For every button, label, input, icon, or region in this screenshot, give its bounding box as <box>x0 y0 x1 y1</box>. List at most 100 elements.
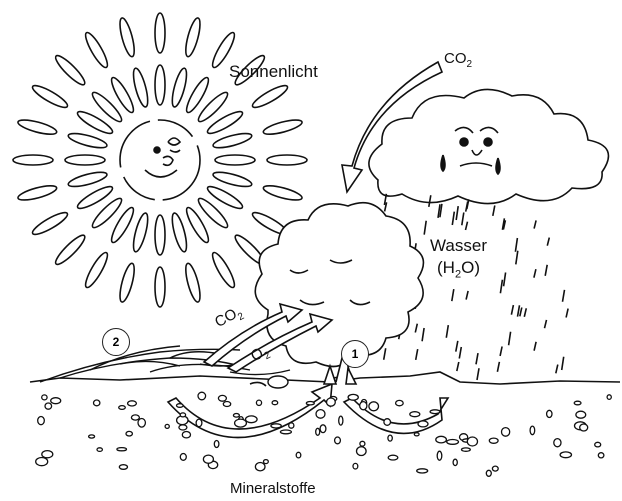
pebble <box>36 458 48 466</box>
sun-ray <box>155 215 165 255</box>
pebble <box>574 401 581 405</box>
pebble <box>196 419 202 427</box>
rain-drop <box>416 349 418 360</box>
pebble <box>369 402 379 411</box>
pebble <box>430 410 440 414</box>
rain-drop <box>500 347 502 356</box>
rain-drop <box>509 332 511 346</box>
pebble <box>51 398 61 404</box>
cloud-eye-left <box>460 138 468 146</box>
sun-ray <box>155 65 165 105</box>
sun-ray <box>209 250 238 290</box>
rain-drop <box>562 357 564 370</box>
pebble <box>272 401 278 405</box>
pebble <box>203 455 213 463</box>
sun-ray <box>169 212 189 253</box>
sun-ray <box>215 155 255 165</box>
rain-drop <box>563 290 565 302</box>
rain-drop <box>415 324 417 333</box>
pebble <box>320 425 326 433</box>
sun-eye-left <box>154 147 160 153</box>
pebble <box>180 413 185 417</box>
pebble <box>138 419 145 428</box>
sun-ray <box>262 117 303 137</box>
pebble <box>357 447 367 456</box>
pebble <box>598 453 604 458</box>
pebble <box>256 400 261 405</box>
pebble <box>214 441 219 448</box>
rain-drop <box>466 202 468 212</box>
sun-ray <box>155 267 165 307</box>
sun-ray <box>53 232 88 267</box>
pebble <box>560 452 571 458</box>
sun-ray <box>30 82 70 111</box>
rain-drop <box>477 368 479 380</box>
pebble <box>492 466 498 471</box>
pebble <box>289 423 294 428</box>
pebble <box>233 414 239 418</box>
sun-ray <box>13 155 53 165</box>
pebble <box>417 469 428 473</box>
pebble <box>271 424 281 428</box>
sun-ray <box>17 183 58 203</box>
rain-drop <box>466 291 468 300</box>
pebble <box>177 404 184 408</box>
rain-drop <box>524 308 526 317</box>
sun-ray <box>183 262 203 303</box>
marker-2: 2 <box>102 328 130 356</box>
pebble <box>42 451 53 458</box>
soil-pebbles <box>36 392 612 476</box>
sun-ray <box>262 183 303 203</box>
rain-drop <box>534 269 536 278</box>
pebble <box>360 441 365 446</box>
sun-ray <box>131 212 151 253</box>
water-formula-o: O) <box>461 258 480 277</box>
sun-ray <box>67 131 108 151</box>
pebble <box>453 459 457 465</box>
pebble <box>97 448 102 452</box>
water-text: Wasser <box>430 235 487 257</box>
marker-1: 1 <box>341 340 369 368</box>
pebble <box>119 465 127 470</box>
sunlight-label: Sonnenlicht <box>229 62 318 82</box>
sun-ray <box>17 117 58 137</box>
pebble <box>42 395 47 400</box>
rain-drop <box>566 309 568 318</box>
sun-ray <box>30 209 70 238</box>
pebble <box>547 410 552 417</box>
rain-drop <box>545 265 547 276</box>
pebble <box>502 428 510 437</box>
pebble <box>316 410 325 419</box>
rain-drop <box>545 320 547 328</box>
pebble <box>119 406 126 410</box>
pebble <box>489 438 498 443</box>
cloud-tear-right <box>496 158 500 174</box>
pebble <box>94 400 100 406</box>
rain-drop <box>466 222 468 230</box>
pebble <box>388 455 398 460</box>
rain-drop <box>520 308 522 317</box>
sun-ray <box>82 250 111 290</box>
pebble <box>255 463 265 471</box>
pebble <box>280 430 291 434</box>
pebble <box>223 402 230 407</box>
sun-ray <box>267 155 307 165</box>
pebble <box>486 470 491 476</box>
rain-drop <box>556 365 558 374</box>
pebble <box>607 395 611 400</box>
co2-top-label: CO2 <box>444 50 472 70</box>
co2-top-text: CO <box>444 50 467 67</box>
rain-drop <box>452 289 454 301</box>
water-label: Wasser (H2O) <box>430 235 487 285</box>
pebble <box>418 421 428 427</box>
pebble <box>182 432 190 438</box>
pebble <box>316 428 320 435</box>
rain-drop <box>547 238 549 246</box>
pebble <box>576 411 586 418</box>
pebble <box>384 419 391 426</box>
sun-ray <box>117 17 137 58</box>
sun-ray <box>212 169 253 189</box>
rain-drop <box>476 353 478 364</box>
co2-top-subscript: 2 <box>467 59 473 70</box>
